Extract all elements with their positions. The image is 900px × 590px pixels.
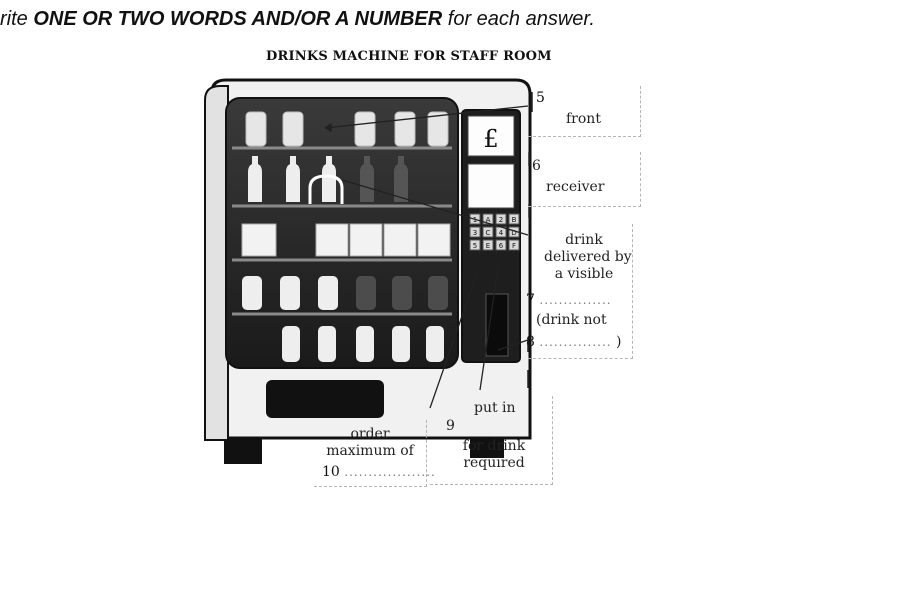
keypad-key	[469, 239, 481, 251]
q7-dots[interactable]: ...............	[539, 293, 612, 307]
keypad-key-label: 6	[499, 242, 504, 250]
q8-number: 8	[526, 334, 535, 350]
keypad-key-label: D	[511, 229, 516, 237]
q7-line-1: drink	[565, 232, 603, 248]
q8-close: )	[616, 334, 622, 350]
shelf-row-cartons	[241, 223, 451, 257]
shelf-row-cans	[245, 111, 449, 147]
shelves	[232, 146, 452, 316]
q10-number: 10	[322, 464, 340, 480]
q9-pre-text: put in	[474, 400, 516, 416]
card-receiver-panel	[467, 163, 515, 209]
keypad-key	[495, 239, 507, 251]
pointer-lines	[324, 105, 529, 409]
keypad-key	[508, 213, 520, 225]
label-q10-blank: 10 ...................	[322, 464, 436, 481]
keypad-key-label: 5	[473, 242, 477, 250]
label-q10-lines: order maximum of	[322, 426, 418, 460]
label-q7-lines: drink delivered by a visible	[544, 232, 632, 282]
q9-number: 9	[446, 418, 455, 434]
label-q5: 5	[536, 90, 545, 107]
instruction-prefix: rite	[0, 8, 34, 30]
keypad-key	[469, 226, 481, 238]
label-q8-blank: 8 ............... )	[526, 334, 622, 351]
keypad-key-label: C	[486, 229, 491, 237]
keypad-key-label: F	[512, 242, 516, 250]
q5-number: 5	[536, 90, 545, 106]
diagram-title: DRINKS MACHINE FOR STAFF ROOM	[266, 49, 552, 64]
keypad-key-label: 3	[473, 229, 477, 237]
keypad-key	[482, 213, 494, 225]
keypad-key	[508, 239, 520, 251]
pound-symbol: £	[483, 125, 498, 153]
keypad-key-label: A	[486, 216, 491, 224]
q10-line-1: order	[350, 426, 390, 442]
q8-dots[interactable]: ...............	[539, 335, 612, 349]
delivery-arm	[308, 174, 344, 204]
keypad-key-label: E	[486, 242, 490, 250]
q7-after-text: (drink not	[536, 312, 607, 328]
machine-leg-left	[224, 438, 262, 464]
label-q9-lines: for drink required	[458, 438, 530, 472]
keypad-key	[495, 213, 507, 225]
shelf-row-bottom	[282, 326, 444, 362]
keypad-key-label: 2	[499, 216, 503, 224]
instruction-bold: ONE OR TWO WORDS AND/OR A NUMBER	[33, 8, 443, 30]
q10-dots[interactable]: ...................	[344, 465, 436, 479]
shelf-row-bottles	[248, 156, 408, 204]
keypad-key	[482, 239, 494, 251]
label-q5-text: front	[566, 111, 601, 127]
label-q7-blank: 7 ...............	[526, 292, 612, 309]
q7-line-2: delivered by	[544, 248, 632, 265]
q7-number: 7	[526, 292, 535, 308]
keypad-key-label: 4	[499, 229, 504, 237]
q10-line-2: maximum of	[326, 442, 414, 459]
collection-slot	[266, 380, 384, 418]
label-q6-text: receiver	[546, 179, 605, 195]
shelf-row-milk	[242, 276, 448, 310]
q9-line-1: for drink	[462, 438, 526, 454]
q6-number: 6	[532, 158, 541, 174]
instruction-suffix: for each answer.	[442, 8, 595, 30]
keypad-key-label: B	[512, 216, 517, 224]
q7-line-3: a visible	[554, 265, 614, 282]
machine-side-panel	[204, 85, 229, 441]
machine-leg-right	[470, 438, 504, 458]
instruction-text: rite ONE OR TWO WORDS AND/OR A NUMBER fo…	[0, 8, 595, 31]
keypad-key	[482, 226, 494, 238]
q9-line-2: required	[463, 454, 525, 471]
coin-slot	[467, 115, 515, 157]
